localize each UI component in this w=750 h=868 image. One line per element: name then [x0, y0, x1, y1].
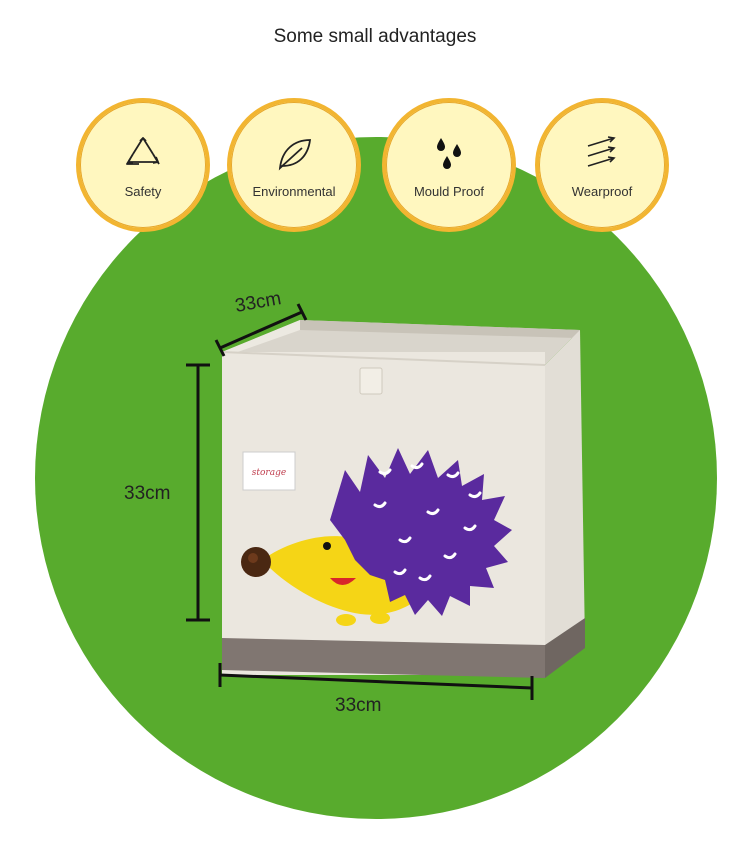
hedgehog-spine-highlights — [373, 462, 482, 582]
badge-wearproof: Wearproof — [535, 98, 669, 232]
badge-safety: Safety — [76, 98, 210, 232]
hedgehog-spines — [330, 448, 512, 616]
leaf-icon — [278, 138, 312, 170]
recycle-icon — [126, 136, 160, 165]
badge-label-environmental: Environmental — [252, 183, 336, 199]
page-title: Some small advantages — [273, 26, 477, 47]
water-drops-icon — [437, 137, 461, 169]
badge-label-safety: Safety — [124, 183, 162, 199]
hedgehog-eye — [323, 542, 331, 550]
arrows-icon — [587, 135, 616, 167]
dimension-width: 33cm — [335, 695, 382, 716]
box-right-side — [540, 330, 585, 675]
badge-environmental: Environmental — [227, 98, 361, 232]
box-bottom-band — [222, 638, 545, 678]
badge-mould-proof: Mould Proof — [382, 98, 516, 232]
hedgehog-mouth — [330, 578, 356, 585]
product-tag-text: storage — [252, 468, 286, 478]
badge-label-mould-proof: Mould Proof — [413, 183, 485, 199]
badge-label-wearproof: Wearproof — [571, 183, 633, 199]
dimension-height: 33cm — [124, 483, 171, 504]
dimension-lines — [186, 303, 534, 700]
box-handle — [359, 367, 383, 395]
product-tag — [242, 451, 296, 491]
